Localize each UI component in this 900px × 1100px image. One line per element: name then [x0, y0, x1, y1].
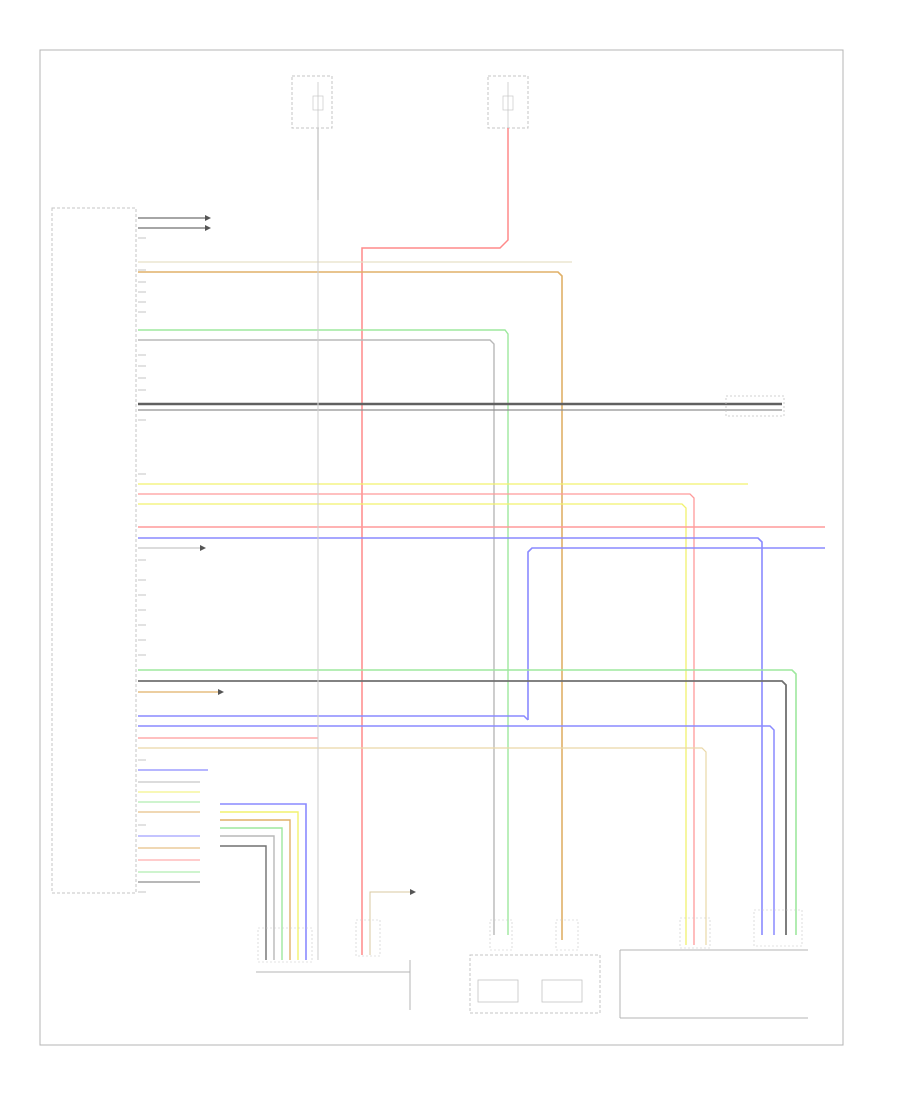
diagram-border [39, 49, 844, 1046]
fuse-box-left [291, 75, 333, 200]
lower-bus [138, 669, 797, 935]
front-module-bundle [138, 769, 307, 960]
right-module [619, 949, 808, 1019]
stub-wires-top [138, 215, 211, 231]
main-module [51, 207, 137, 894]
long-wires-right [138, 526, 825, 935]
main-module-pins [138, 217, 150, 893]
bottom-connector-pins [257, 909, 803, 963]
center-module [469, 954, 601, 1014]
fuse-box-right [487, 75, 529, 129]
dark-bus [138, 395, 785, 417]
lower-signal-wires [138, 715, 775, 945]
orange-wires [138, 261, 572, 940]
center-feed-wires [138, 329, 509, 935]
front-module [256, 889, 416, 1010]
red-feed-wire [361, 128, 509, 955]
signal-wires-mid [138, 483, 748, 945]
